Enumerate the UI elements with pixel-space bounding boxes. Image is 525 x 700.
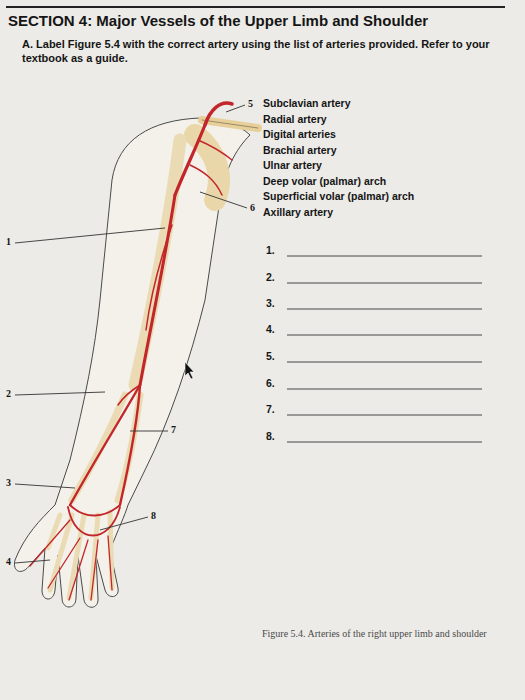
artery-list-item: Superficial volar (palmar) arch [263,190,414,202]
callout-number: 5 [247,98,254,110]
callout-number: 4 [5,556,12,568]
callout-number: 7 [170,424,177,436]
callout-number: 8 [150,510,157,522]
artery-list-item: Subclavian artery [263,97,351,109]
bones [48,120,258,598]
section-title: SECTION 4: Major Vessels of the Upper Li… [8,12,428,29]
figure-caption: Figure 5.4. Arteries of the right upper … [262,628,487,640]
callout-number: 1 [5,236,12,248]
instruction-text: A. Label Figure 5.4 with the correct art… [22,37,492,66]
artery-list-item: Radial artery [263,113,327,125]
artery-list-item: Axillary artery [263,206,333,218]
answer-number: 4. [266,323,275,335]
answer-number: 1. [266,244,275,256]
artery-list-item: Digital arteries [263,128,336,140]
callout-number: 3 [5,477,12,489]
arm-outline [14,118,250,607]
artery-list-item: Deep volar (palmar) arch [263,175,386,187]
mouse-cursor [185,362,194,379]
answer-number: 5. [266,350,275,362]
answer-number: 2. [266,271,275,283]
answer-number: 3. [266,297,275,309]
artery-list-item: Ulnar artery [263,159,322,171]
callout-number: 2 [5,388,12,400]
answer-number: 7. [266,403,275,415]
top-rule [6,6,505,8]
leader-lines [15,105,247,563]
answer-lines [287,256,482,442]
artery-list-item: Brachial artery [263,144,337,156]
answer-number: 8. [266,430,275,442]
arteries [30,103,232,600]
answer-number: 6. [266,377,275,389]
callout-number: 6 [249,202,256,214]
